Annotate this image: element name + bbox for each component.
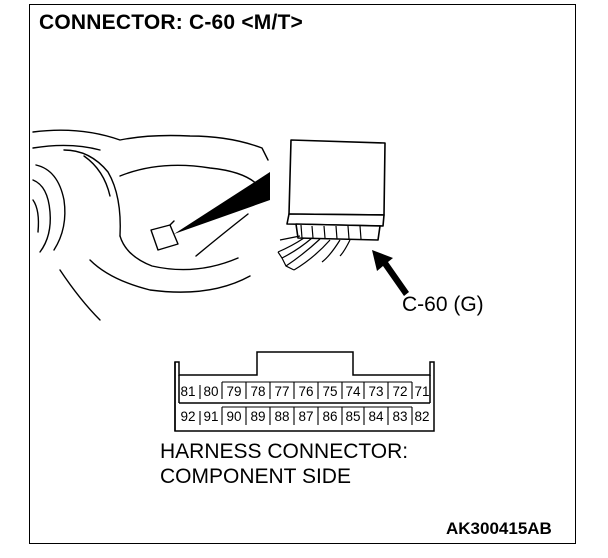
pin-86: 86 bbox=[322, 409, 338, 424]
pin-82: 82 bbox=[414, 409, 430, 424]
pin-92: 92 bbox=[180, 409, 196, 424]
pin-73: 73 bbox=[368, 384, 384, 399]
figure-code: AK300415AB bbox=[446, 519, 552, 538]
pin-72: 72 bbox=[392, 384, 408, 399]
pin-71: 71 bbox=[414, 384, 430, 399]
connector-callout: C-60 (G) bbox=[402, 293, 484, 316]
diagram-frame bbox=[29, 4, 576, 544]
harness-caption-line-2: COMPONENT SIDE bbox=[160, 465, 351, 488]
pin-84: 84 bbox=[368, 409, 384, 424]
pin-87: 87 bbox=[298, 409, 314, 424]
pin-88: 88 bbox=[274, 409, 290, 424]
pin-76: 76 bbox=[298, 384, 314, 399]
page-title: CONNECTOR: C-60 <M/T> bbox=[39, 11, 304, 34]
pin-77: 77 bbox=[274, 384, 290, 399]
pin-74: 74 bbox=[345, 384, 361, 399]
pin-78: 78 bbox=[250, 384, 266, 399]
pin-90: 90 bbox=[226, 409, 242, 424]
harness-caption-line-1: HARNESS CONNECTOR: bbox=[160, 440, 409, 463]
pin-85: 85 bbox=[345, 409, 361, 424]
pin-89: 89 bbox=[250, 409, 266, 424]
pin-80: 80 bbox=[203, 384, 219, 399]
pin-79: 79 bbox=[226, 384, 242, 399]
pin-75: 75 bbox=[322, 384, 338, 399]
pin-81: 81 bbox=[180, 384, 196, 399]
pin-grid: 81 80 79 78 77 76 75 74 73 72 71 92 91 9… bbox=[175, 375, 434, 431]
pin-91: 91 bbox=[203, 409, 219, 424]
pin-83: 83 bbox=[392, 409, 408, 424]
